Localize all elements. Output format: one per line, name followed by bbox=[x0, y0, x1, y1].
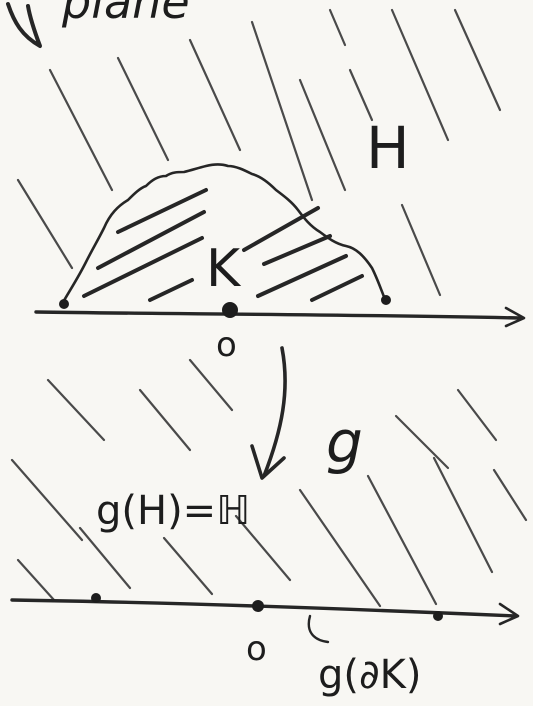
hatch-line bbox=[96, 210, 206, 270]
hatch-line bbox=[148, 278, 194, 302]
label-K: K bbox=[206, 239, 242, 299]
hatch-line bbox=[328, 8, 347, 47]
top-axis-arrowhead bbox=[504, 306, 526, 328]
hatch-line bbox=[390, 8, 450, 142]
top-right-point bbox=[381, 295, 391, 305]
label-H: H bbox=[366, 114, 410, 182]
hatch-line bbox=[453, 8, 502, 112]
hatch-line bbox=[188, 358, 234, 412]
top-real-axis bbox=[34, 310, 522, 320]
hatch-line bbox=[16, 178, 74, 270]
hatch-line bbox=[138, 388, 192, 452]
hatch-line bbox=[162, 536, 214, 596]
hatch-line bbox=[366, 474, 438, 606]
hatch-line bbox=[250, 20, 314, 202]
hatch-line bbox=[432, 456, 494, 574]
boundary-image-label: g(∂K) bbox=[318, 652, 422, 698]
hatch-line bbox=[46, 378, 106, 442]
hatch-line bbox=[116, 56, 170, 162]
hatch-line bbox=[82, 236, 204, 298]
origin-label-top: o bbox=[216, 325, 237, 365]
hatch-line bbox=[234, 514, 292, 582]
hatch-line bbox=[242, 206, 320, 252]
bottom-origin-point bbox=[252, 600, 264, 612]
bottom-axis-arrowhead bbox=[498, 602, 520, 626]
hatch-line bbox=[116, 188, 208, 234]
title-fragment-stroke bbox=[6, 2, 42, 48]
hatch-line bbox=[394, 414, 450, 470]
map-arrowhead bbox=[250, 444, 286, 480]
hatch-line bbox=[78, 526, 132, 590]
upper-half-plane-hatching bbox=[16, 8, 502, 297]
top-origin-point bbox=[222, 302, 238, 318]
top-left-point bbox=[59, 299, 69, 309]
hatch-line bbox=[298, 488, 382, 608]
hatch-line bbox=[262, 234, 332, 266]
hatch-line bbox=[310, 274, 364, 302]
hatch-line bbox=[10, 458, 84, 542]
title-fragment: plane bbox=[61, 0, 190, 29]
hatch-line bbox=[400, 203, 442, 297]
hatch-line bbox=[256, 254, 348, 298]
hatch-line bbox=[492, 468, 528, 522]
hatch-line bbox=[188, 38, 242, 152]
boundary-leader-line bbox=[307, 614, 330, 644]
bottom-right-point bbox=[433, 611, 443, 621]
hatch-line bbox=[456, 388, 498, 442]
hatch-line bbox=[348, 68, 374, 122]
hull-K-boundary bbox=[60, 163, 388, 306]
hatch-line bbox=[298, 78, 347, 192]
hatch-line bbox=[48, 68, 114, 192]
origin-label-bottom: o bbox=[246, 629, 267, 669]
hull-K-hatching bbox=[82, 188, 364, 302]
map-label-g: g bbox=[326, 408, 363, 476]
hatch-line bbox=[16, 558, 56, 602]
image-half-plane-hatching bbox=[10, 358, 528, 608]
map-arrow-stroke bbox=[262, 346, 287, 478]
image-label: g(H)=ℍ bbox=[96, 488, 250, 534]
bottom-left-point bbox=[91, 593, 101, 603]
